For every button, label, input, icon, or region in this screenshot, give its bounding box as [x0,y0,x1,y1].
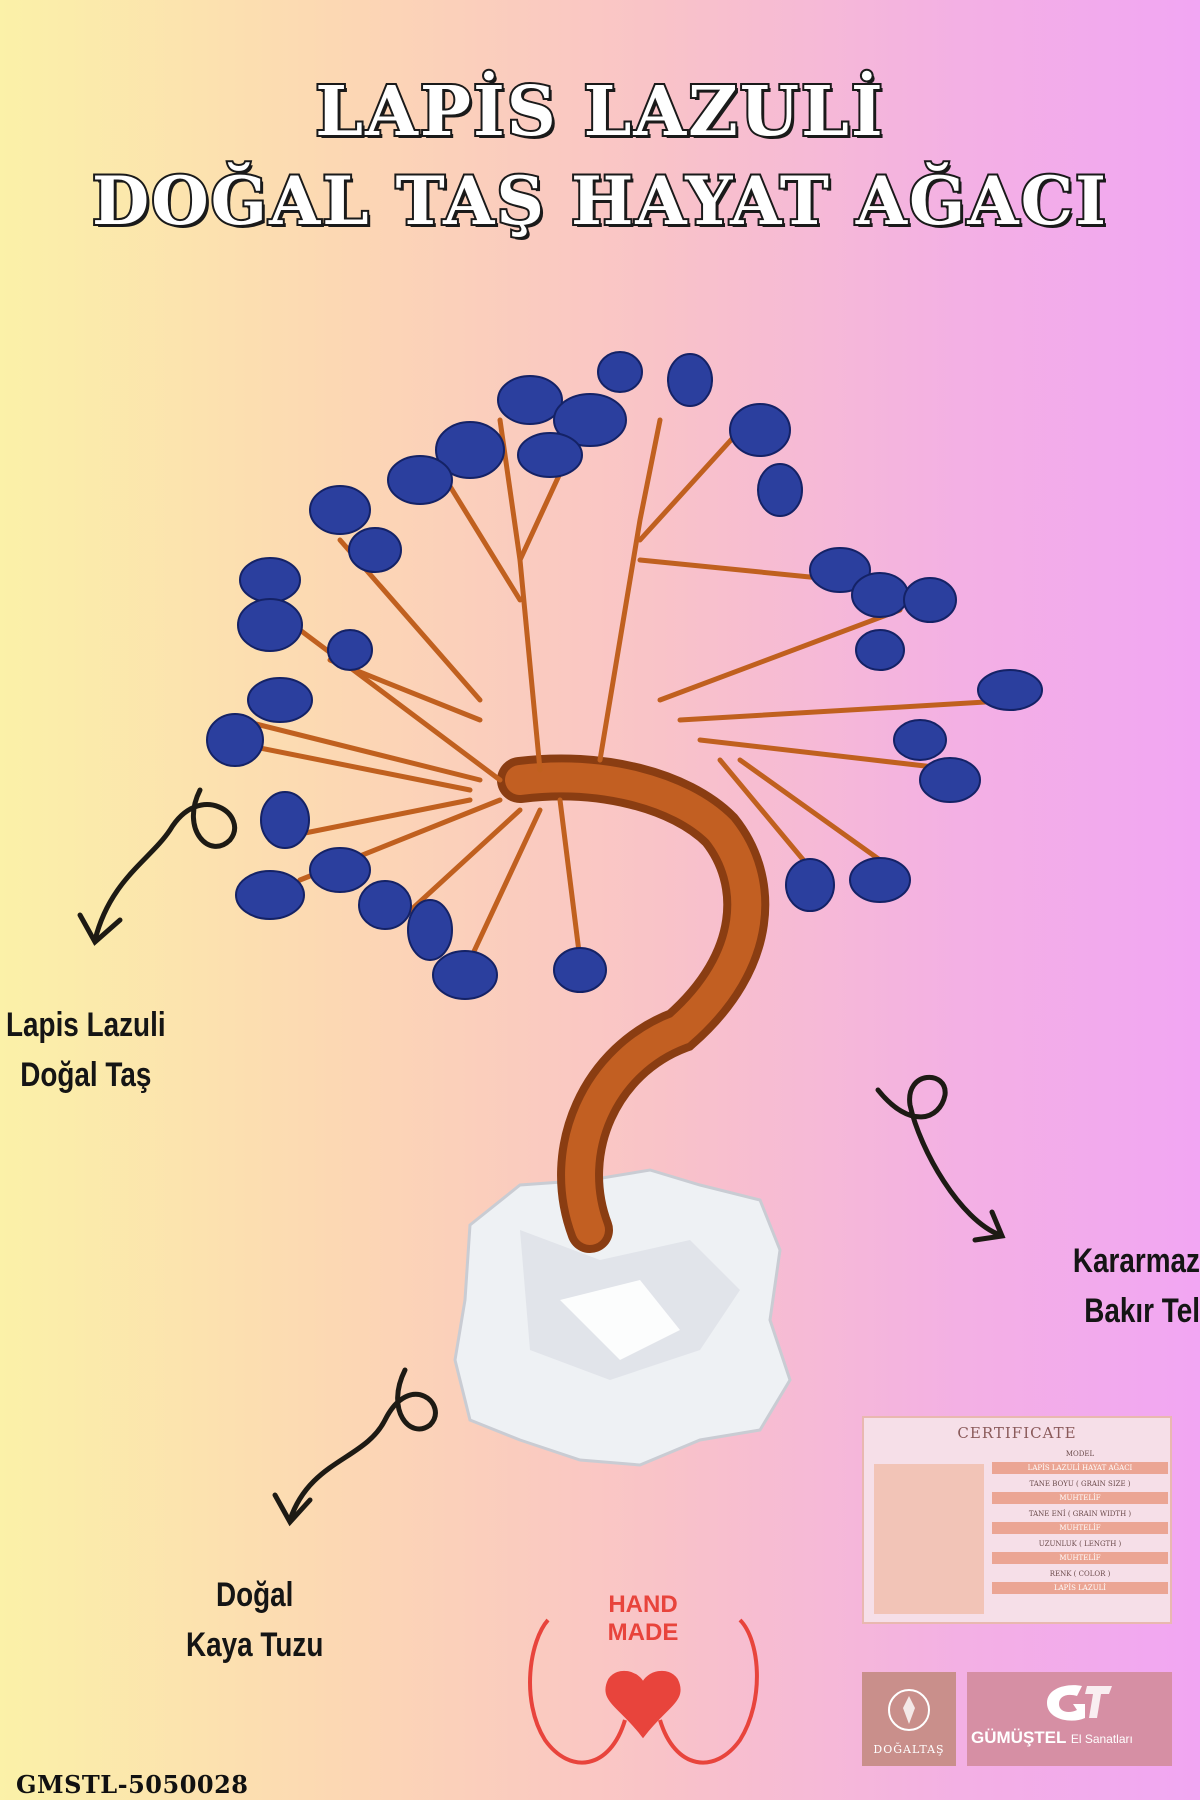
label-copper-wire: Kararmaz Bakır Tel [1073,1236,1200,1336]
cert-grain-width-value: MUHTELİF [992,1522,1168,1534]
cert-color-label: RENK ( COLOR ) [1049,1570,1111,1578]
certificate-title: CERTIFICATE [957,1424,1077,1442]
cert-length-value: MUHTELİF [992,1552,1168,1564]
laurel-icon [888,1689,930,1731]
product-title-line1: LAPİS LAZULİ [313,70,885,154]
label-tel-line1: Kararmaz [1072,1242,1200,1280]
handmade-badge-icon [528,1618,759,1765]
certificate-product-image [874,1464,984,1614]
cert-model-value: LAPİS LAZULİ HAYAT AĞACI [992,1462,1168,1474]
label-lapis-lazuli: Lapis Lazuli Doğal Taş [6,1000,166,1100]
callout-arrows [77,787,1006,1527]
gumustel-logo-text: GÜMÜŞTEL El Sanatları [971,1728,1133,1748]
product-title-line2: DOĞAL TAŞ HAYAT AĞACI [90,160,1109,242]
gumustel-logo: GÜMÜŞTEL El Sanatları [967,1672,1172,1766]
label-tuz-line1: Doğal [215,1576,294,1614]
cert-grain-size-value: MUHTELİF [992,1492,1168,1504]
cert-grain-size-label: TANE BOYU ( GRAIN SIZE ) [1029,1480,1131,1488]
label-tuz-line2: Kaya Tuzu [186,1626,324,1664]
gt-mark-icon [1047,1685,1112,1721]
cert-length-label: UZUNLUK ( LENGTH ) [1038,1540,1122,1548]
gumustel-name: GÜMÜŞTEL [971,1728,1067,1747]
certificate-card: CERTIFICATE MODEL LAPİS LAZULİ HAYAT AĞA… [862,1416,1172,1624]
cert-grain-width-label: TANE ENİ ( GRAIN WIDTH ) [1028,1510,1132,1518]
handmade-line2: MADE [608,1619,679,1646]
dogaltas-logo-text: DOĞALTAŞ [873,1743,945,1756]
label-lapis-line2: Doğal Taş [20,1056,152,1094]
cert-model-label: MODEL [1065,1450,1095,1458]
copper-trunk [217,417,1023,1253]
label-lapis-line1: Lapis Lazuli [6,1006,166,1044]
lapis-stones [206,351,1043,1000]
label-rock-salt: Doğal Kaya Tuzu [186,1570,323,1670]
handmade-line1: HAND [608,1591,677,1618]
product-sku: GMSTL-5050028 [16,1770,249,1799]
label-tel-line2: Bakır Tel [1084,1292,1200,1330]
dogaltas-logo: DOĞALTAŞ [862,1672,956,1766]
gumustel-sub: El Sanatları [1070,1732,1133,1746]
cert-color-value: LAPİS LAZULİ [992,1582,1168,1594]
salt-rock-base [453,1168,792,1467]
